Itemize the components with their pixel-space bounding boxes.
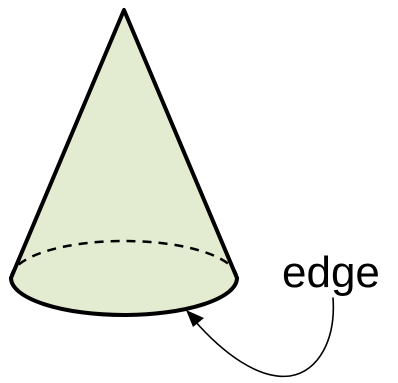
cone-base-edge — [9, 276, 239, 317]
edge-pointer-arrow — [186, 297, 335, 378]
cone-base-hidden-edge — [9, 239, 239, 279]
cone-surface — [11, 10, 237, 315]
edge-label: edge — [282, 248, 380, 297]
cone-slant-sides — [9, 8, 239, 280]
